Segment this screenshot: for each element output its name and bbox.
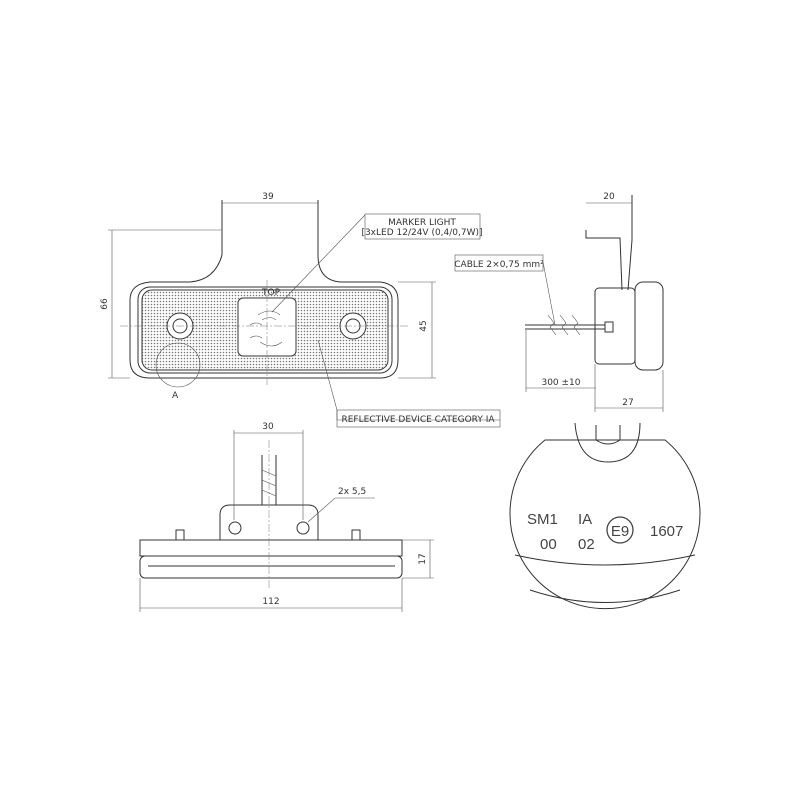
code-02: 02 bbox=[578, 536, 595, 553]
dim-30: 30 bbox=[262, 422, 274, 432]
dim-20: 20 bbox=[603, 192, 615, 202]
detail-a-marker: A bbox=[172, 391, 179, 401]
dim-112: 112 bbox=[262, 597, 279, 607]
code-ia: IA bbox=[578, 511, 592, 528]
dim-holes: 2x 5,5 bbox=[338, 487, 366, 497]
dim-300: 300 ±10 bbox=[541, 378, 580, 388]
detail-a: SM1 IA E9 1607 00 02 bbox=[509, 422, 701, 610]
side-view: 20 300 ±10 27 bbox=[525, 192, 664, 412]
dim-17: 17 bbox=[418, 553, 428, 564]
detail-a-outline bbox=[509, 439, 701, 610]
callouts: MARKER LIGHT [3xLED 12/24V (0,4/0,7W)] R… bbox=[271, 213, 556, 428]
top-label: TOP bbox=[261, 288, 281, 298]
dim-27: 27 bbox=[622, 398, 633, 408]
marker-light-title: MARKER LIGHT bbox=[388, 218, 456, 228]
e-mark: E9 bbox=[611, 523, 629, 540]
detail-circle bbox=[155, 342, 201, 388]
code-number: 1607 bbox=[650, 523, 683, 540]
e-mark-circle bbox=[606, 516, 634, 544]
dim-39: 39 bbox=[262, 192, 274, 202]
code-00: 00 bbox=[540, 536, 557, 553]
marker-light-spec: [3xLED 12/24V (0,4/0,7W)] bbox=[361, 228, 482, 238]
front-view: TOP 39 66 45 A bbox=[100, 192, 436, 401]
code-sm1: SM1 bbox=[527, 511, 558, 528]
dim-66: 66 bbox=[100, 298, 110, 310]
dim-45: 45 bbox=[419, 320, 429, 331]
reflective-label: REFLECTIVE DEVICE CATEGORY IA bbox=[341, 415, 495, 425]
bottom-view: 30 2x 5,5 17 112 bbox=[139, 422, 434, 612]
housing-outline bbox=[129, 200, 399, 379]
cable-label: CABLE 2×0,75 mm² bbox=[454, 260, 544, 270]
